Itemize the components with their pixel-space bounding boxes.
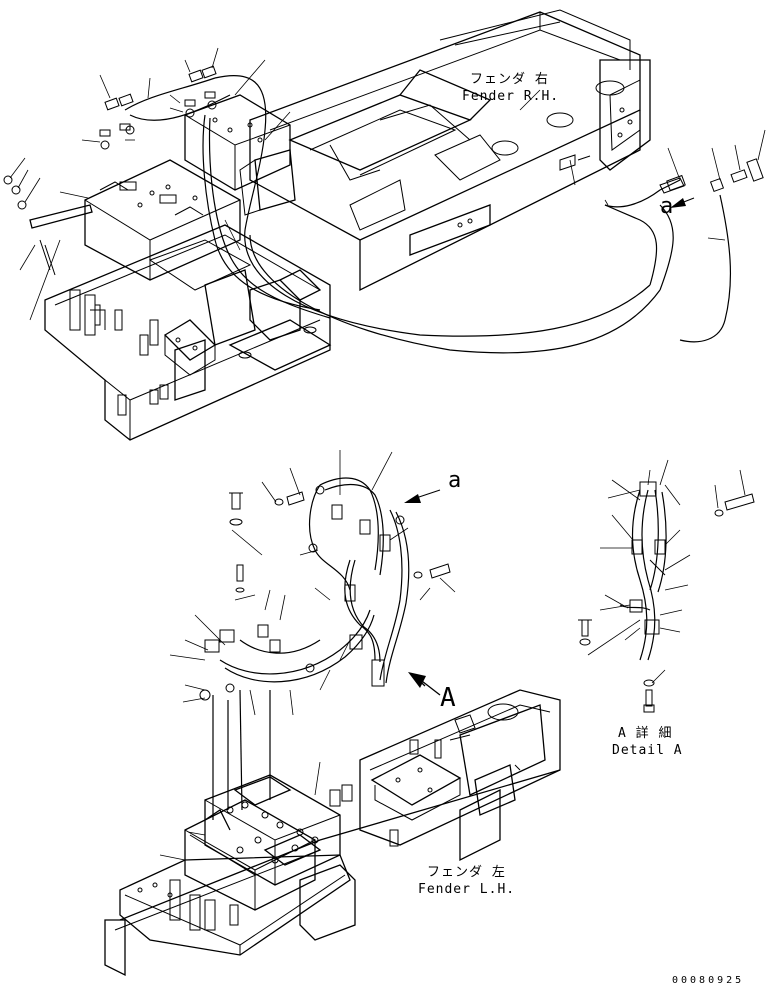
battery-mount-lower	[104, 854, 356, 977]
fender-lh-label-jp: フェンダ 左	[427, 865, 506, 880]
drawing-code: 00080925	[672, 975, 745, 986]
fender-lh-label-en: Fender L.H.	[418, 882, 516, 897]
battery-mount-upper	[44, 224, 332, 441]
cable-harness-upper	[3, 65, 764, 354]
battery-lower	[184, 774, 341, 911]
fender-lh-body	[114, 689, 561, 931]
reference-a-upper: a	[660, 194, 674, 219]
detail-a-drawing	[578, 459, 755, 713]
view-a-label: A	[440, 683, 456, 713]
detail-a-label-jp: A 詳 細	[618, 726, 673, 741]
reference-a-middle: a	[448, 468, 462, 493]
cable-harness-lower	[199, 477, 451, 820]
fender-rh-body	[239, 9, 651, 292]
fender-rh-label-en: Fender R.H.	[462, 89, 560, 104]
fender-rh-label-jp: フェンダ 右	[470, 72, 549, 87]
battery-upper	[29, 94, 291, 281]
detail-a-label-en: Detail A	[612, 743, 683, 758]
leader-lines-upper	[9, 47, 766, 321]
leader-lines-lower	[159, 450, 456, 861]
